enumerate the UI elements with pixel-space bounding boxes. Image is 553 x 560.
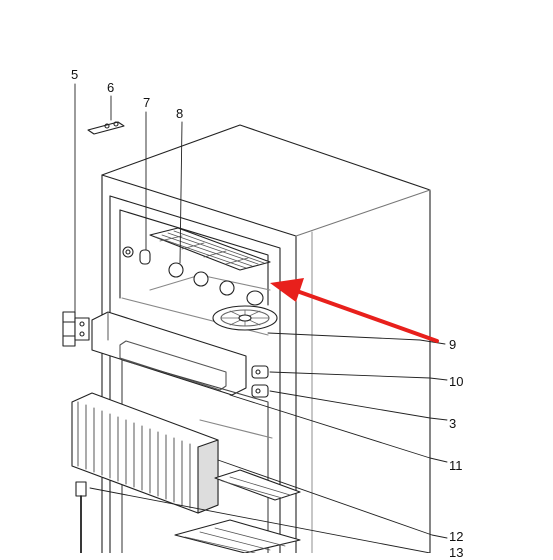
freezer-flap (91, 311, 247, 396)
callout-7: 7 (143, 95, 151, 110)
fridge-shelf (214, 469, 301, 501)
leader-lines (74, 83, 448, 553)
red-arrow (270, 278, 439, 343)
callout-10: 10 (449, 374, 464, 389)
callout-6: 6 (107, 80, 115, 95)
lower-hinge (75, 481, 87, 553)
evaporator-fins (71, 392, 219, 514)
callout-3: 3 (449, 416, 457, 431)
fan-unit (212, 305, 278, 331)
thermostat-knob (122, 246, 151, 265)
lower-shelf (174, 519, 301, 553)
callout-8: 8 (176, 106, 184, 121)
callout-5: 5 (71, 67, 79, 82)
cabinet-body (101, 124, 431, 553)
callout-12: 12 (449, 529, 464, 544)
door-brackets (251, 365, 269, 398)
callout-11: 11 (449, 458, 463, 473)
freezer-wire-shelf (149, 227, 271, 271)
hinge-bracket (87, 121, 125, 135)
freezer-buttons (168, 262, 264, 306)
callout-13: 13 (449, 545, 464, 560)
callout-9: 9 (449, 337, 457, 352)
door-hinge (62, 311, 90, 347)
